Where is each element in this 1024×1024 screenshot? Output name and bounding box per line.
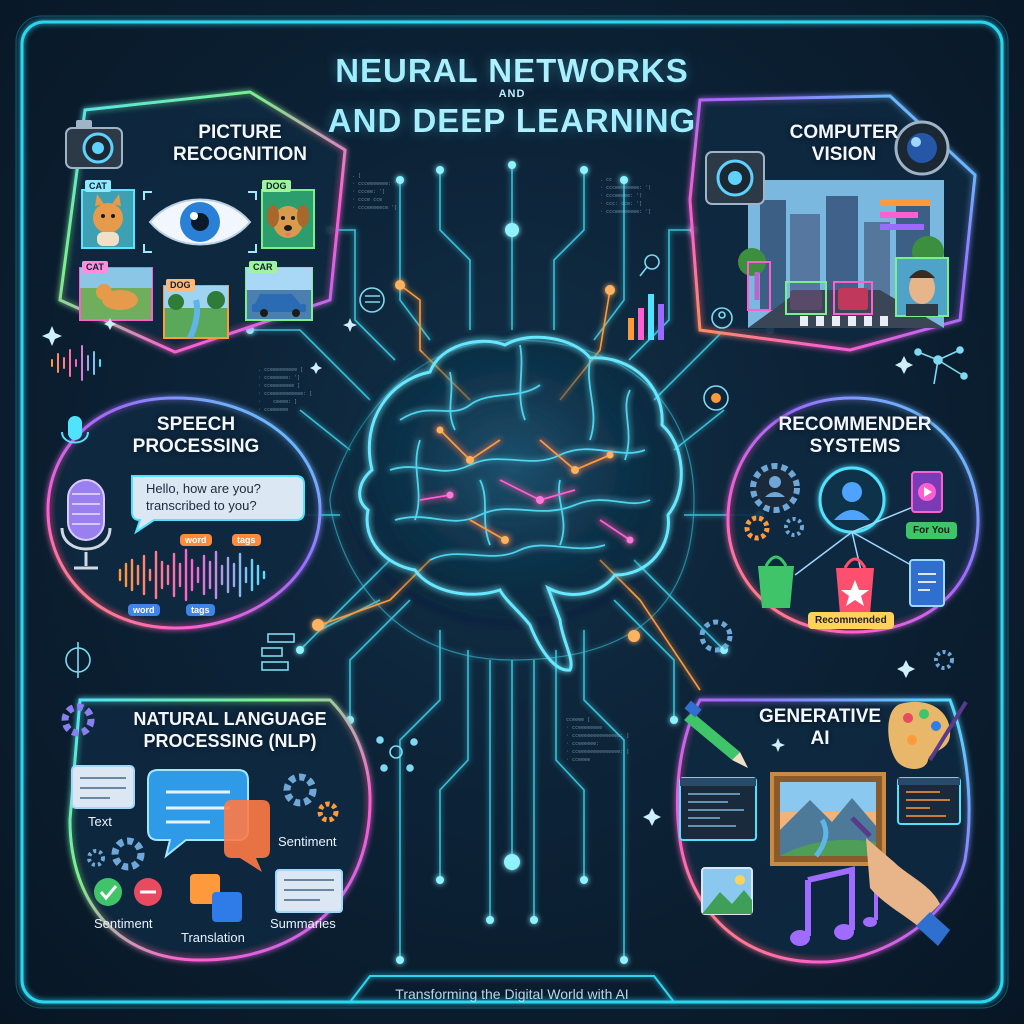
hand-brush-icon bbox=[850, 816, 950, 946]
microphone-icon bbox=[60, 479, 112, 570]
cat-image-thumb bbox=[81, 189, 135, 249]
node-cluster-icon bbox=[703, 385, 729, 411]
title-line-2: AND bbox=[498, 88, 526, 100]
speech-bubble-line-1: Hello, how are you? bbox=[146, 481, 261, 496]
camera-icon bbox=[705, 151, 765, 205]
palette-icon bbox=[888, 700, 968, 769]
recommended-badge: Recommended bbox=[808, 612, 894, 629]
bar-chart-icon bbox=[628, 294, 664, 340]
gear-icon bbox=[111, 837, 145, 871]
gear-icon bbox=[744, 515, 770, 541]
tags-tag-2: tags bbox=[186, 604, 215, 616]
dog-tag-2: DOG bbox=[166, 279, 195, 291]
cat-tag: CAT bbox=[85, 180, 111, 192]
picture-recognition-panel bbox=[58, 90, 347, 354]
minus-icon bbox=[134, 878, 162, 906]
nlp-panel bbox=[61, 698, 372, 962]
face-detection-thumb bbox=[895, 257, 949, 317]
user-node-icon bbox=[711, 307, 733, 329]
gear-icon bbox=[934, 650, 954, 670]
code-snippet: . [ · ccceeeeeee: ') · cccee: '] · ccce … bbox=[352, 173, 401, 211]
computer-vision-title: COMPUTER VISION bbox=[789, 122, 899, 165]
target-icon bbox=[359, 287, 385, 313]
compass-icon bbox=[65, 642, 91, 678]
eye-icon bbox=[143, 191, 257, 253]
lens-icon bbox=[894, 120, 950, 176]
search-icon bbox=[639, 254, 660, 277]
nlp-translation-label: Translation bbox=[181, 930, 245, 945]
brain-icon bbox=[342, 330, 683, 672]
music-note-icon bbox=[790, 866, 878, 946]
dog-image-thumb bbox=[261, 189, 315, 249]
word-tag-2: word bbox=[128, 604, 160, 616]
gear-icon bbox=[283, 773, 317, 807]
nlp-text-label: Text bbox=[88, 814, 112, 829]
tags-tag: tags bbox=[232, 534, 261, 546]
code-snippet: cceeee [ · cceeeeeeee · cceeeeeeeeeeeeee… bbox=[566, 717, 630, 763]
generative-ai-title: GENERATIVE AI bbox=[758, 706, 882, 749]
code-snippet: . cc · ccceeeeeeee: ') · ccceeeee: ') · … bbox=[600, 177, 652, 215]
outer-frame bbox=[15, 15, 1009, 1009]
painting-frame bbox=[770, 772, 886, 866]
sound-wave bbox=[118, 548, 266, 602]
play-icon bbox=[911, 471, 943, 513]
code-window-right bbox=[897, 777, 961, 825]
summary-doc-icon bbox=[275, 869, 343, 913]
dog-tag: DOG bbox=[262, 180, 291, 192]
cat-tag-2: CAT bbox=[82, 261, 108, 273]
sparkles bbox=[42, 318, 915, 826]
gear-icon bbox=[317, 801, 339, 823]
decorations bbox=[65, 254, 968, 772]
check-icon bbox=[94, 878, 122, 906]
speech-processing-title: SPEECH PROCESSING bbox=[132, 414, 260, 457]
title-line-3: AND DEEP LEARNING bbox=[0, 102, 1024, 140]
translate-icon bbox=[190, 874, 242, 922]
cat-field-thumb bbox=[79, 267, 153, 321]
word-tag: word bbox=[180, 534, 212, 546]
code-snippet: . cceeeeeeeee [ · cceeeeee: '] · cceeeee… bbox=[258, 367, 313, 413]
network-icon bbox=[914, 346, 968, 385]
gear-icon bbox=[784, 517, 804, 537]
gear-icon bbox=[87, 849, 105, 867]
nlp-title: NATURAL LANGUAGE PROCESSING (NLP) bbox=[133, 709, 327, 751]
code-blocks-icon bbox=[261, 633, 295, 671]
chat-icon bbox=[147, 769, 270, 872]
wave-left bbox=[51, 345, 101, 381]
picture-recognition-title: PICTURE RECOGNITION bbox=[172, 122, 308, 165]
text-doc-icon bbox=[71, 765, 135, 809]
nlp-sentiment-label-2: Sentiment bbox=[94, 916, 153, 931]
car-tag: CAR bbox=[249, 261, 277, 273]
chat-bubble bbox=[131, 475, 305, 535]
title-line-1: NEURAL NETWORKS bbox=[0, 52, 1024, 90]
car-thumb bbox=[245, 267, 313, 321]
code-window-left bbox=[679, 777, 757, 841]
landscape-thumb bbox=[163, 285, 229, 340]
mini-mic-icon bbox=[61, 416, 89, 444]
image-icon bbox=[701, 867, 753, 915]
generative-ai-panel bbox=[675, 698, 971, 964]
recommender-systems-title: RECOMMENDER SYSTEMS bbox=[778, 414, 932, 457]
detection-labels bbox=[880, 200, 930, 230]
footer-tagline: Transforming the Digital World with AI bbox=[395, 986, 629, 1002]
nlp-summaries-label: Summaries bbox=[270, 916, 336, 931]
camera-icon bbox=[65, 120, 123, 169]
pen-icon bbox=[684, 700, 748, 768]
computer-vision-panel bbox=[688, 94, 977, 352]
graph-node-icon bbox=[376, 736, 418, 772]
for-you-badge: For You bbox=[906, 522, 957, 539]
orange-nodes bbox=[312, 280, 640, 642]
speech-processing-panel bbox=[46, 345, 322, 630]
recommender-systems-panel bbox=[726, 396, 980, 634]
gear-icon bbox=[699, 619, 733, 653]
shopping-bag-icon bbox=[758, 555, 794, 608]
shopping-bag-icon bbox=[836, 557, 874, 614]
gear-user-icon bbox=[750, 463, 800, 513]
nlp-sentiment-label: Sentiment bbox=[278, 834, 337, 849]
book-icon bbox=[909, 559, 945, 607]
speech-bubble-line-2: transcribed to you? bbox=[146, 498, 257, 513]
gear-icon bbox=[61, 703, 95, 737]
